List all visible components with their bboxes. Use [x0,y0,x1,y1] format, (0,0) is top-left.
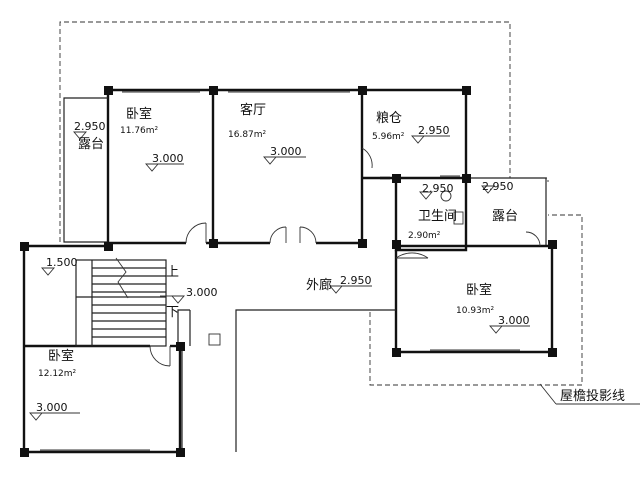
bedroom-e-name: 卧室 [466,282,492,298]
bathroom-level: 2.950 [422,182,454,195]
granary-level: 2.950 [418,124,450,137]
eave-projection-lines [59,21,583,386]
bedroom-e-level: 3.000 [498,314,530,327]
walls [22,88,554,454]
terrace-e-level: 2.950 [482,180,514,193]
stair-landing-level: 3.000 [186,286,218,299]
bathroom-area: 2.90m² [408,231,441,241]
living-level: 3.000 [270,145,302,158]
stair-down-label: 下 [166,305,179,320]
terrace-w-name: 露台 [78,137,104,152]
bedroom-e-area: 10.93m² [456,306,495,316]
terrace-e-name: 露台 [492,209,518,224]
stair-up-label: 上 [166,265,179,280]
terrace-w-level: 2.950 [74,120,106,133]
bedroom-nw-level: 3.000 [152,152,184,165]
living-name: 客厅 [240,102,266,118]
bedroom-nw-name: 卧室 [126,106,152,122]
granary-area: 5.96m² [372,132,405,142]
level-markers [29,131,530,421]
bedroom-sw-name: 卧室 [48,348,74,364]
bedroom-sw-level: 3.000 [36,401,68,414]
bedroom-sw-area: 12.12m² [38,369,77,379]
living-area: 16.87m² [228,130,267,140]
stair-level: 1.500 [46,256,78,269]
bathroom-name: 卫生间 [418,209,457,224]
doors-windows [40,91,541,451]
stair [75,257,175,347]
corridor-level: 2.950 [340,274,372,287]
granary-name: 粮仓 [376,111,402,126]
corridor-name: 外廊 [306,277,332,293]
bedroom-nw-area: 11.76m² [120,126,159,136]
eave-projection-label: 屋檐投影线 [560,388,625,404]
columns [20,86,557,457]
